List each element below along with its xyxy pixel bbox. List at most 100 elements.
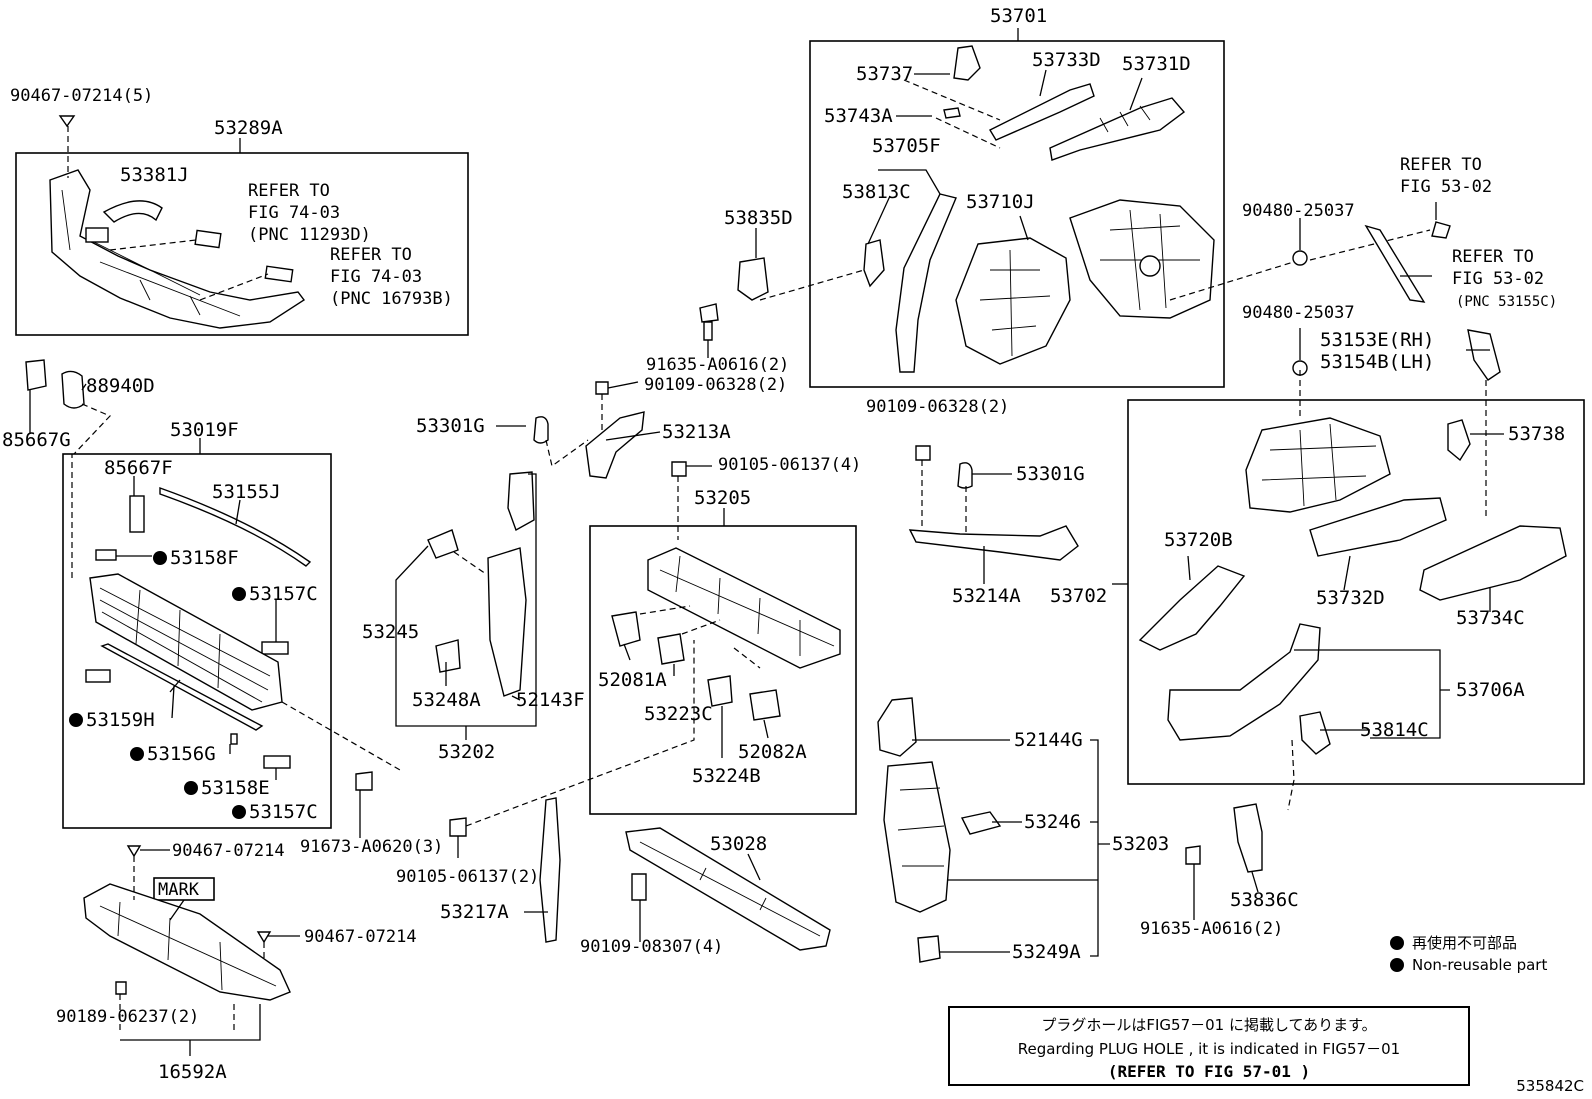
legend-non-reusable-jp: 再使用不可部品 bbox=[1390, 932, 1517, 953]
label-53248A: 53248A bbox=[412, 689, 481, 711]
label-53203: 53203 bbox=[1112, 833, 1169, 855]
apron-assembly-lower-parts bbox=[1138, 417, 1567, 755]
group-box-53701 bbox=[809, 40, 1225, 388]
label-53381J: 53381J bbox=[120, 164, 189, 186]
label-52082A: 52082A bbox=[738, 741, 807, 763]
label-52143F: 52143F bbox=[516, 689, 585, 711]
label-refer-fig: FIG 53-02 bbox=[1400, 177, 1492, 197]
label-53245: 53245 bbox=[362, 621, 419, 643]
non-reusable-bullet bbox=[69, 713, 83, 727]
group-box-53019F bbox=[62, 453, 332, 829]
legend-jp-text: 再使用不可部品 bbox=[1412, 934, 1518, 952]
non-reusable-bullet bbox=[153, 551, 167, 565]
label-refer-fig: FIG 74-03 bbox=[248, 203, 340, 223]
group-box-53289A bbox=[15, 152, 469, 336]
label-90109-08307-4: 90109-08307(4) bbox=[580, 937, 723, 957]
label-53155J: 53155J bbox=[212, 481, 281, 503]
support-parts-53202 bbox=[427, 411, 645, 697]
label-53710J: 53710J bbox=[966, 191, 1035, 213]
label-85667F: 85667F bbox=[104, 457, 173, 479]
note-en-text: Regarding PLUG HOLE , it is indicated in… bbox=[1017, 1040, 1401, 1058]
label-53214A: 53214A bbox=[952, 585, 1021, 607]
label-53705F: 53705F bbox=[872, 135, 941, 157]
label-53836C: 53836C bbox=[1230, 889, 1299, 911]
label-90480-25037: 90480-25037 bbox=[1242, 201, 1355, 221]
brace-53214A-part bbox=[908, 525, 1079, 561]
label-53737: 53737 bbox=[856, 63, 913, 85]
label-53702: 53702 bbox=[1050, 585, 1107, 607]
label-53157C: 53157C bbox=[249, 801, 318, 823]
note-ref-text: (REFER TO FIG 57-01 ) bbox=[1107, 1062, 1311, 1081]
label-91673-A0620-3: 91673-A0620(3) bbox=[300, 837, 443, 857]
label-90480-25037: 90480-25037 bbox=[1242, 303, 1355, 323]
label-53720B: 53720B bbox=[1164, 529, 1233, 551]
non-reusable-bullet bbox=[232, 587, 246, 601]
group-box-53702 bbox=[1127, 399, 1585, 785]
label-53743A: 53743A bbox=[824, 105, 893, 127]
non-reusable-bullet bbox=[130, 747, 144, 761]
upper-support-cover-part bbox=[49, 169, 306, 329]
label-91635-A0616-2: 91635-A0616(2) bbox=[1140, 919, 1283, 939]
label-refer-fig: FIG 53-02 bbox=[1452, 269, 1544, 289]
label-52081A: 52081A bbox=[598, 669, 667, 691]
legend-en-text: Non-reusable part bbox=[1412, 956, 1548, 974]
label-90109-06328-2: 90109-06328(2) bbox=[866, 397, 1009, 417]
label-53301G: 53301G bbox=[1016, 463, 1085, 485]
label-53732D: 53732D bbox=[1316, 587, 1385, 609]
label-90467-07214: 90467-07214 bbox=[304, 927, 417, 947]
note-jp-text: プラグホールはFIG57－01 に掲載してあります。 bbox=[1041, 1016, 1377, 1034]
label-53157C: 53157C bbox=[249, 583, 318, 605]
label-52144G: 52144G bbox=[1014, 729, 1083, 751]
label-53733D: 53733D bbox=[1032, 49, 1101, 71]
label-53217A: 53217A bbox=[440, 901, 509, 923]
label-refer-to: REFER TO bbox=[248, 181, 330, 201]
grille-53019F-parts bbox=[85, 487, 312, 769]
label-53153E-rh: 53153E(RH) bbox=[1320, 329, 1434, 351]
label-53738: 53738 bbox=[1508, 423, 1565, 445]
label-53814C: 53814C bbox=[1360, 719, 1429, 741]
label-refer-fig: FIG 74-03 bbox=[330, 267, 422, 287]
label-53158F: 53158F bbox=[170, 547, 239, 569]
label-53202: 53202 bbox=[438, 741, 495, 763]
radiator-support-53205-parts bbox=[611, 547, 841, 721]
label-53813C: 53813C bbox=[842, 181, 911, 203]
label-53289A: 53289A bbox=[214, 117, 283, 139]
figure-id: 535842C bbox=[1516, 1077, 1584, 1095]
label-85667G: 85667G bbox=[2, 429, 71, 451]
label-90189-06237-2: 90189-06237(2) bbox=[56, 1007, 199, 1027]
label-53213A: 53213A bbox=[662, 421, 731, 443]
label-91635-A0616-2: 91635-A0616(2) bbox=[646, 355, 789, 375]
label-refer-pnc: (PNC 53155C) bbox=[1456, 294, 1557, 310]
label-53835D: 53835D bbox=[724, 207, 793, 229]
label-refer-pnc: (PNC 16793B) bbox=[330, 289, 453, 309]
label-90105-06137-2: 90105-06137(2) bbox=[396, 867, 539, 887]
label-88940D: 88940D bbox=[86, 375, 155, 397]
bolts-center bbox=[355, 381, 973, 901]
clip-88940D-part bbox=[25, 359, 85, 409]
label-90467-07214-5: 90467-07214(5) bbox=[10, 86, 153, 106]
label-53701: 53701 bbox=[990, 5, 1047, 27]
label-53158E: 53158E bbox=[201, 777, 270, 799]
label-refer-to: REFER TO bbox=[1452, 247, 1534, 267]
label-refer-to: REFER TO bbox=[330, 245, 412, 265]
label-90109-06328-2: 90109-06328(2) bbox=[644, 375, 787, 395]
bullet-icon bbox=[1390, 936, 1404, 950]
apron-assembly-upper-parts bbox=[863, 45, 1215, 373]
label-refer-to: REFER TO bbox=[1400, 155, 1482, 175]
clip-icon bbox=[58, 115, 76, 128]
non-reusable-bullet bbox=[184, 781, 198, 795]
bracket-53835D-part bbox=[699, 221, 1501, 381]
label-16592A: 16592A bbox=[158, 1061, 227, 1083]
label-53205: 53205 bbox=[694, 487, 751, 509]
group-box-53205 bbox=[589, 525, 857, 815]
lower-center-parts bbox=[539, 697, 1263, 963]
label-mark: MARK bbox=[158, 880, 200, 900]
label-53159H: 53159H bbox=[86, 709, 155, 731]
label-53706A: 53706A bbox=[1456, 679, 1525, 701]
label-53019F: 53019F bbox=[170, 419, 239, 441]
label-53154B-lh: 53154B(LH) bbox=[1320, 351, 1434, 373]
label-53028: 53028 bbox=[710, 833, 767, 855]
label-53246: 53246 bbox=[1024, 811, 1081, 833]
legend-non-reusable-en: Non-reusable part bbox=[1390, 956, 1547, 974]
